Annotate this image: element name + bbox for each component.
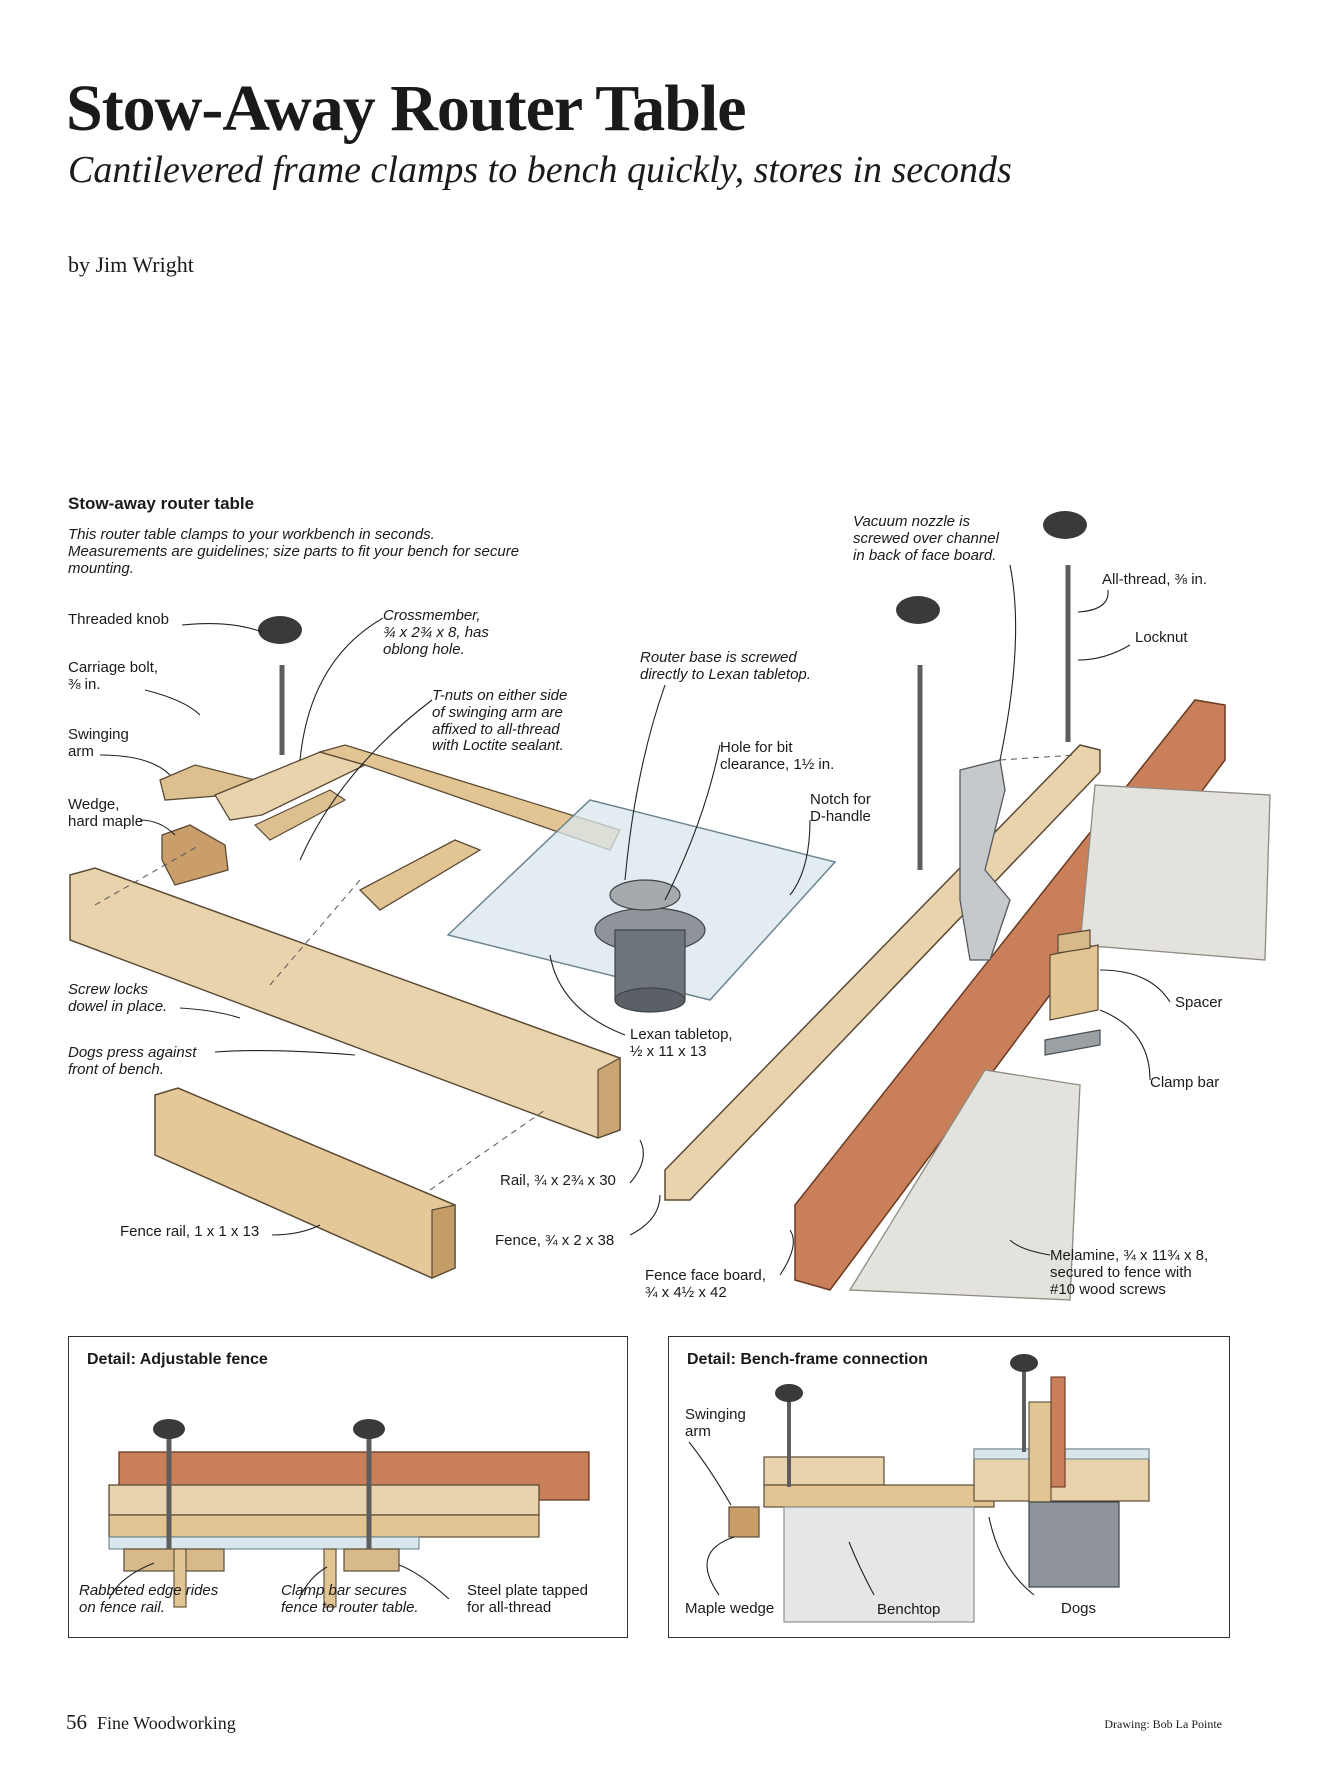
router-body: [594, 879, 706, 1013]
label-tnuts: T-nuts on either side of swinging arm ar…: [432, 687, 568, 755]
detail-bench-illustration: [688, 1354, 1150, 1623]
label-spacer: Spacer: [1175, 994, 1223, 1011]
label-lexan: Lexan tabletop, ½ x 11 x 13: [630, 1026, 733, 1060]
swinging-arm-assembly: [159, 744, 621, 911]
vacuum-nozzle: [959, 759, 1011, 961]
rail-board: [69, 867, 621, 1139]
label-clamp-bar: Clamp bar: [1150, 1074, 1220, 1091]
label-clamp-secures: Clamp bar secures fence to router table.: [281, 1582, 419, 1616]
page-number: 56: [66, 1710, 87, 1734]
article-subtitle: Cantilevered frame clamps to bench quick…: [68, 149, 1012, 191]
label-hole-bit: Hole for bit clearance, 1½ in.: [720, 739, 835, 773]
label-detail-swinging-arm: Swinging arm: [685, 1406, 746, 1440]
label-rabbeted: Rabbeted edge rides on fence rail.: [79, 1582, 219, 1616]
label-vacuum: Vacuum nozzle is screwed over channel in…: [853, 513, 999, 564]
detail-bench-frame: Detail: Bench-frame connection Swinging …: [668, 1336, 1230, 1638]
label-fence: Fence, ¾ x 2 x 38: [495, 1232, 615, 1249]
figure-intro: This router table clamps to your workben…: [68, 526, 520, 577]
label-router-base: Router base is screwed directly to Lexan…: [640, 649, 811, 683]
label-steel-plate: Steel plate tapped for all-thread: [467, 1582, 588, 1616]
page-folio: 56 Fine Woodworking: [66, 1710, 236, 1735]
label-swinging-arm: Swinging arm: [68, 726, 129, 760]
all-thread-rods: [279, 565, 1071, 870]
label-wedge: Wedge, hard maple: [68, 796, 144, 830]
article-title: Stow-Away Router Table: [66, 72, 747, 145]
label-locknut: Locknut: [1135, 629, 1188, 646]
label-maple-wedge: Maple wedge: [685, 1600, 775, 1617]
drawing-credit: Drawing: Bob La Pointe: [1104, 1717, 1222, 1731]
label-rail: Rail, ¾ x 2¾ x 30: [500, 1172, 616, 1189]
figure-heading: Stow-away router table: [68, 494, 255, 513]
label-dogs: Dogs: [1061, 1600, 1097, 1617]
detail-bench-title: Detail: Bench-frame connection: [687, 1351, 928, 1368]
label-threaded-knob: Threaded knob: [68, 611, 169, 628]
threaded-knobs: [258, 511, 1087, 644]
melamine-bottom: [848, 1069, 1081, 1301]
alignment-lines: [94, 754, 1076, 1191]
label-benchtop: Benchtop: [877, 1601, 941, 1618]
publication-name: Fine Woodworking: [97, 1713, 236, 1733]
detail-fence-title: Detail: Adjustable fence: [87, 1351, 268, 1368]
label-crossmember: Crossmember, ¾ x 2¾ x 8, has oblong hole…: [383, 607, 489, 658]
melamine-top: [1079, 784, 1271, 961]
label-all-thread: All-thread, ⅜ in.: [1102, 571, 1208, 588]
detail-adjustable-fence: Detail: Adjustable fence Rabbeted edge r…: [68, 1336, 628, 1638]
detail-fence-illustration: [108, 1419, 590, 1608]
byline: by Jim Wright: [68, 252, 194, 277]
label-carriage-bolt: Carriage bolt, ⅜ in.: [68, 659, 159, 693]
label-screw-locks: Screw locks dowel in place.: [68, 981, 168, 1015]
label-fence-face: Fence face board, ¾ x 4½ x 42: [645, 1267, 766, 1301]
leader-lines: [99, 564, 1171, 1276]
label-fence-rail: Fence rail, 1 x 1 x 13: [120, 1223, 260, 1240]
wedge: [161, 824, 229, 886]
label-notch: Notch for D-handle: [810, 791, 871, 825]
label-melamine: Melamine, ¾ x 11¾ x 8, secured to fence …: [1050, 1247, 1209, 1298]
fence-rail-board: [154, 1087, 456, 1279]
fence-board: [664, 744, 1101, 1201]
label-dogs-press: Dogs press against front of bench.: [68, 1044, 197, 1078]
clamp-bar-parts: [1044, 929, 1101, 1056]
